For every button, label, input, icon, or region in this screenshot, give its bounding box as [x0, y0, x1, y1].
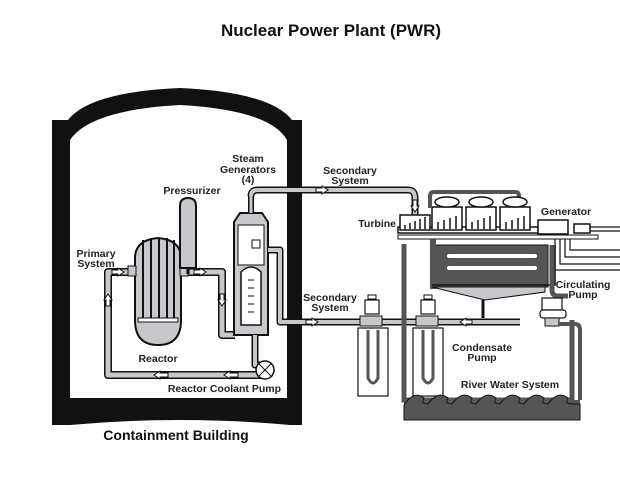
feedwater-heater-2 — [412, 294, 444, 397]
circulating-pump — [539, 297, 582, 400]
pressurizer — [179, 196, 197, 274]
reactor-vessel — [127, 236, 189, 347]
diagram-title: Nuclear Power Plant (PWR) — [221, 21, 441, 40]
label-steam-generators-3: (4) — [242, 174, 255, 186]
label-reactor: Reactor — [138, 353, 177, 365]
label-containment-building: Containment Building — [103, 427, 248, 443]
label-secondary-system-top-1: Secondary — [323, 165, 377, 177]
label-river-water-system: River Water System — [461, 379, 559, 391]
label-generator: Generator — [541, 206, 591, 218]
flow-arrows-secondary — [305, 185, 473, 327]
steam-generator — [233, 196, 269, 336]
flow-arrows-primary — [103, 267, 239, 380]
label-steam-generators-1: Steam — [232, 153, 264, 165]
label-condensate-pump-2: Pump — [467, 352, 496, 364]
label-pressurizer: Pressurizer — [163, 185, 220, 197]
label-circulating-pump-1: Circulating — [556, 279, 611, 291]
label-circulating-pump-2: Pump — [568, 289, 597, 301]
label-steam-generators-2: Generators — [220, 164, 276, 176]
label-secondary-system-top-2: System — [331, 175, 368, 187]
label-condensate-pump-1: Condensate — [452, 342, 512, 354]
reactor-coolant-pump — [255, 360, 275, 380]
label-reactor-coolant-pump: Reactor Coolant Pump — [168, 383, 281, 395]
label-secondary-system-mid-2: System — [311, 302, 348, 314]
river-water-system — [403, 394, 581, 421]
turbine — [397, 190, 599, 240]
feedwater-heater-1 — [357, 294, 389, 397]
label-primary-system-2: System — [77, 258, 114, 270]
condenser — [401, 239, 575, 403]
labels: Steam Generators (4) Pressurizer Primary… — [76, 153, 610, 443]
label-primary-system-1: Primary — [76, 248, 115, 260]
label-turbine: Turbine — [358, 218, 396, 230]
label-secondary-system-mid-1: Secondary — [303, 292, 357, 304]
